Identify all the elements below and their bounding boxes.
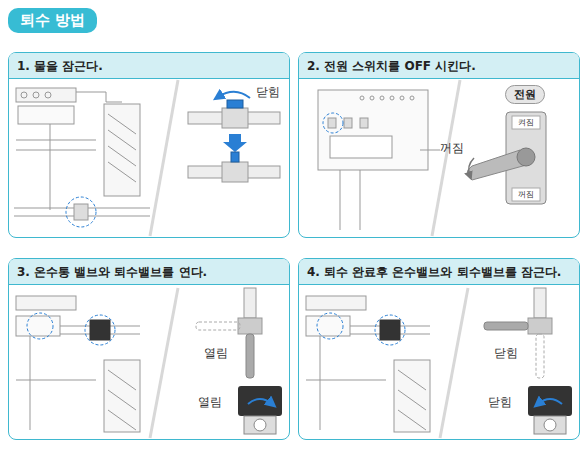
power-switch-part bbox=[517, 148, 535, 166]
control-box-part bbox=[400, 96, 404, 100]
lever-valve-closed-part bbox=[484, 322, 528, 330]
drain-valve-open bbox=[238, 386, 282, 434]
label-pill: 전원 bbox=[505, 85, 545, 104]
step-heading: 2. 전원 스위치를 OFF 시킨다. bbox=[299, 53, 579, 79]
down-arrow bbox=[223, 134, 247, 152]
step-heading: 3. 온수통 밸브와 퇴수밸브를 연다. bbox=[9, 259, 289, 285]
power-switch bbox=[467, 112, 546, 204]
machine-sketch-part bbox=[380, 320, 400, 340]
highlight-circle bbox=[323, 113, 343, 133]
machine-sketch-part bbox=[21, 92, 27, 98]
title-badge: 퇴수 방법 bbox=[8, 8, 97, 33]
lever-valve-closed-part bbox=[528, 318, 552, 334]
control-box-part bbox=[380, 96, 384, 100]
machine-sketch bbox=[14, 88, 150, 220]
power-switch-part bbox=[512, 116, 540, 129]
control-box-part bbox=[370, 96, 374, 100]
control-box-part bbox=[318, 90, 428, 170]
drain-valve-open-part bbox=[244, 416, 276, 434]
control-box-part bbox=[340, 150, 440, 230]
drain-valve-closed bbox=[528, 386, 572, 434]
pill-text: 전원 bbox=[514, 87, 536, 102]
drain-valve-open-part bbox=[248, 399, 272, 404]
drain-valve-open-part bbox=[254, 419, 266, 431]
drain-valve-closed-part bbox=[534, 416, 566, 434]
machine-sketch-part bbox=[90, 320, 110, 340]
highlight-circle bbox=[375, 315, 405, 345]
machine-sketch-part bbox=[33, 92, 39, 98]
lever-valve-open-part bbox=[196, 322, 240, 330]
machine-sketch-part bbox=[16, 336, 136, 430]
lever-valve-open bbox=[196, 288, 262, 378]
step-panel: 2. 전원 스위치를 OFF 시킨다. 전원 bbox=[298, 52, 580, 238]
step-heading: 4. 퇴수 완료후 온수밸브와 퇴수밸브를 잠근다. bbox=[299, 259, 579, 285]
lever-valve-open-part bbox=[246, 334, 254, 378]
state-label: 열림 bbox=[204, 345, 228, 362]
machine-sketch-part bbox=[104, 104, 140, 196]
control-box-part bbox=[330, 136, 392, 158]
machine-sketch-part bbox=[76, 92, 122, 102]
control-box bbox=[318, 90, 440, 230]
ball-valve-closed-part bbox=[222, 162, 248, 182]
machine-sketch-part bbox=[16, 88, 76, 102]
lever-valve-open-part bbox=[238, 318, 262, 334]
state-label: 닫힘 bbox=[494, 345, 518, 362]
panel-divider bbox=[150, 288, 178, 438]
drain-valve-closed-part bbox=[538, 399, 562, 404]
drain-valve-closed-part bbox=[544, 419, 556, 431]
control-box-part bbox=[328, 118, 336, 128]
control-box-part bbox=[410, 96, 414, 100]
machine-sketch-part bbox=[306, 336, 426, 430]
machine-sketch-part bbox=[45, 92, 51, 98]
panel-divider bbox=[432, 80, 460, 236]
control-box-part bbox=[360, 118, 368, 128]
machine-sketch-part bbox=[16, 124, 96, 210]
control-box-part bbox=[344, 118, 352, 128]
machine-sketch-part bbox=[108, 114, 136, 182]
control-box-part bbox=[360, 96, 364, 100]
ball-valve-open bbox=[188, 100, 280, 128]
lever-valve-closed bbox=[484, 288, 552, 378]
lever-valve-closed-part bbox=[536, 334, 544, 378]
step-heading: 1. 물을 잠근다. bbox=[9, 53, 289, 79]
highlight-circle bbox=[85, 315, 115, 345]
rotate-arrow bbox=[218, 92, 250, 98]
machine-sketch-part bbox=[74, 204, 88, 220]
ball-valve-closed bbox=[188, 152, 280, 182]
switch-marking: 켜짐 bbox=[512, 116, 540, 129]
machine-sketch-part bbox=[18, 106, 74, 124]
step-panel: 4. 퇴수 완료후 온수밸브와 퇴수밸브를 잠근다. bbox=[298, 258, 580, 440]
panel-divider bbox=[440, 288, 468, 438]
rotate-arrow bbox=[469, 158, 474, 176]
state-label: 닫힘 bbox=[488, 394, 512, 411]
state-label: 닫힘 bbox=[256, 84, 280, 101]
drain-valve-open-part bbox=[238, 386, 282, 416]
drain-valve-closed-part bbox=[528, 386, 572, 416]
machine-sketch bbox=[306, 296, 430, 432]
highlight-circle bbox=[66, 197, 96, 227]
highlight-circle bbox=[317, 313, 343, 339]
machine-sketch-part bbox=[306, 296, 366, 310]
state-label: 꺼짐 bbox=[440, 140, 464, 157]
highlight-circle bbox=[27, 313, 53, 339]
ball-valve-open-part bbox=[227, 100, 243, 108]
state-label: 열림 bbox=[198, 394, 222, 411]
machine-sketch bbox=[16, 296, 140, 432]
lever-valve-closed-part bbox=[534, 288, 546, 318]
control-box-part bbox=[390, 96, 394, 100]
machine-sketch-part bbox=[16, 296, 76, 310]
ball-valve-closed-part bbox=[231, 152, 239, 162]
step-panel: 3. 온수통 밸브와 퇴수밸브를 연다. bbox=[8, 258, 290, 440]
lever-valve-open-part bbox=[244, 288, 256, 318]
power-switch-part bbox=[512, 188, 540, 201]
ball-valve-open-part bbox=[222, 108, 248, 128]
step-panel: 1. 물을 잠근다. bbox=[8, 52, 290, 238]
switch-marking: 꺼짐 bbox=[512, 188, 540, 201]
panel-divider bbox=[150, 80, 178, 236]
